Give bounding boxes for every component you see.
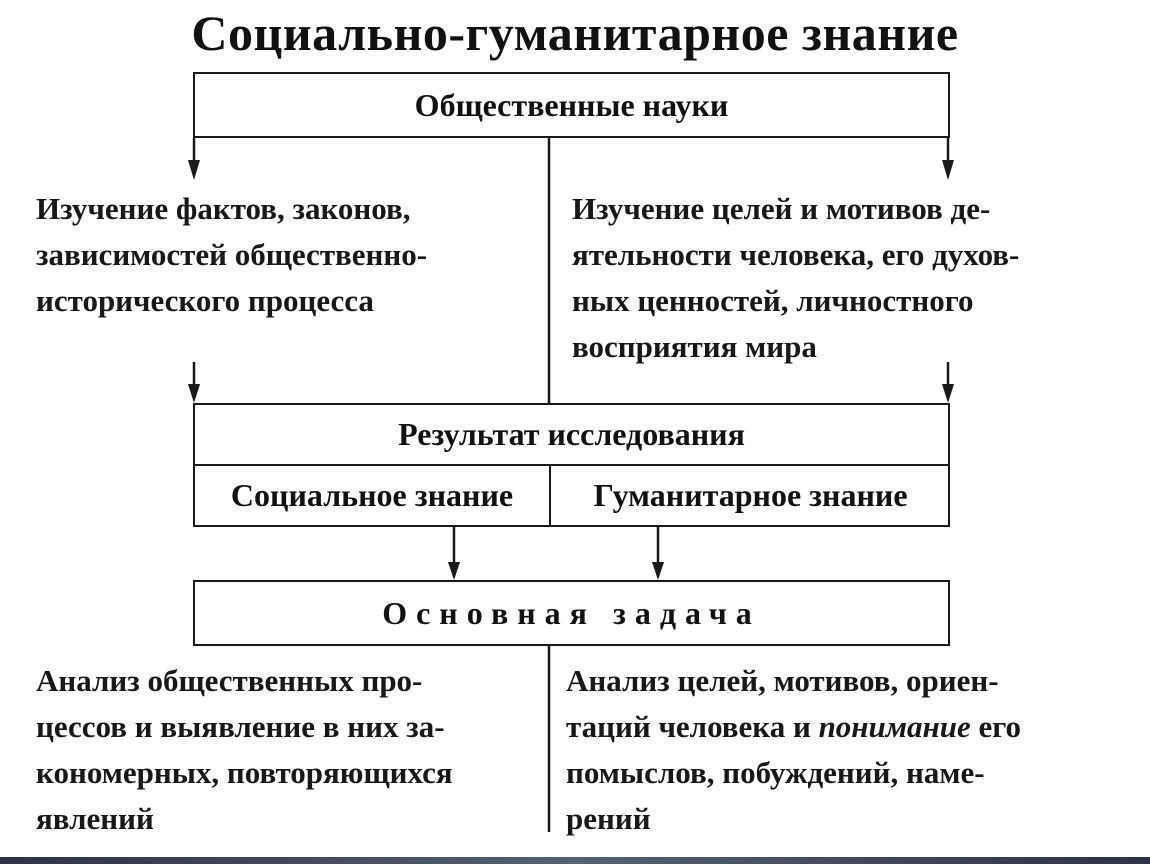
social-knowledge-cell: Социальное знание [195, 466, 551, 525]
study-goals-line: Изучение целей и мотивов де- [572, 191, 991, 226]
analysis-humanitarian-line: рений [566, 801, 651, 836]
social-sciences-box: Общественные науки [193, 72, 950, 138]
analysis-humanitarian-line: помыслов, побуждений, наме- [566, 755, 985, 790]
analysis-social-text: Анализ общественных про- цессов и выявле… [36, 658, 453, 842]
analysis-social-line: явлений [36, 801, 154, 836]
social-arrowhead [448, 562, 460, 580]
analysis-humanitarian-line: Анализ целей, мотивов, ориен- [566, 663, 999, 698]
study-goals-line: восприятия мира [572, 329, 817, 364]
study-goals-text: Изучение целей и мотивов де- ятельности … [572, 186, 1019, 370]
left-arrowhead-middle [188, 384, 200, 403]
study-facts-text: Изучение фактов, законов, зависимостей о… [36, 186, 427, 324]
study-facts-line: зависимостей общественно- [36, 237, 428, 272]
right-arrowhead-middle [942, 384, 954, 403]
analysis-social-line: цессов и выявление в них за- [36, 709, 445, 744]
line-segment: таций человека и [566, 709, 819, 744]
analysis-humanitarian-line-mixed: таций человека и понимание его [566, 704, 1021, 750]
bottom-edge-bar [0, 857, 1150, 864]
study-goals-line: ных ценностей, личностного [572, 283, 974, 318]
study-goals-line: ятельности человека, его духов- [572, 237, 1020, 272]
main-task-box: Основная задача [193, 580, 950, 646]
research-result-box: Результат исследования [193, 403, 950, 466]
humanitarian-knowledge-cell: Гуманитарное знание [593, 477, 908, 513]
study-facts-line: исторического процесса [36, 283, 374, 318]
analysis-social-line: Анализ общественных про- [36, 663, 423, 698]
right-arrowhead-top [942, 160, 954, 180]
left-arrowhead-top [188, 160, 200, 180]
analysis-humanitarian-text: Анализ целей, мотивов, ориен- таций чело… [566, 658, 1021, 842]
line-segment: его [970, 709, 1022, 744]
analysis-social-line: кономерных, повторяющихся [36, 755, 453, 790]
humanitarian-arrowhead [652, 562, 664, 580]
knowledge-split-box: Социальное знание Гуманитарное знание [193, 464, 950, 527]
study-facts-line: Изучение фактов, законов, [36, 191, 411, 226]
diagram-title: Социально-гуманитарное знание [191, 5, 959, 61]
understanding-italic-word: понимание [818, 709, 971, 744]
